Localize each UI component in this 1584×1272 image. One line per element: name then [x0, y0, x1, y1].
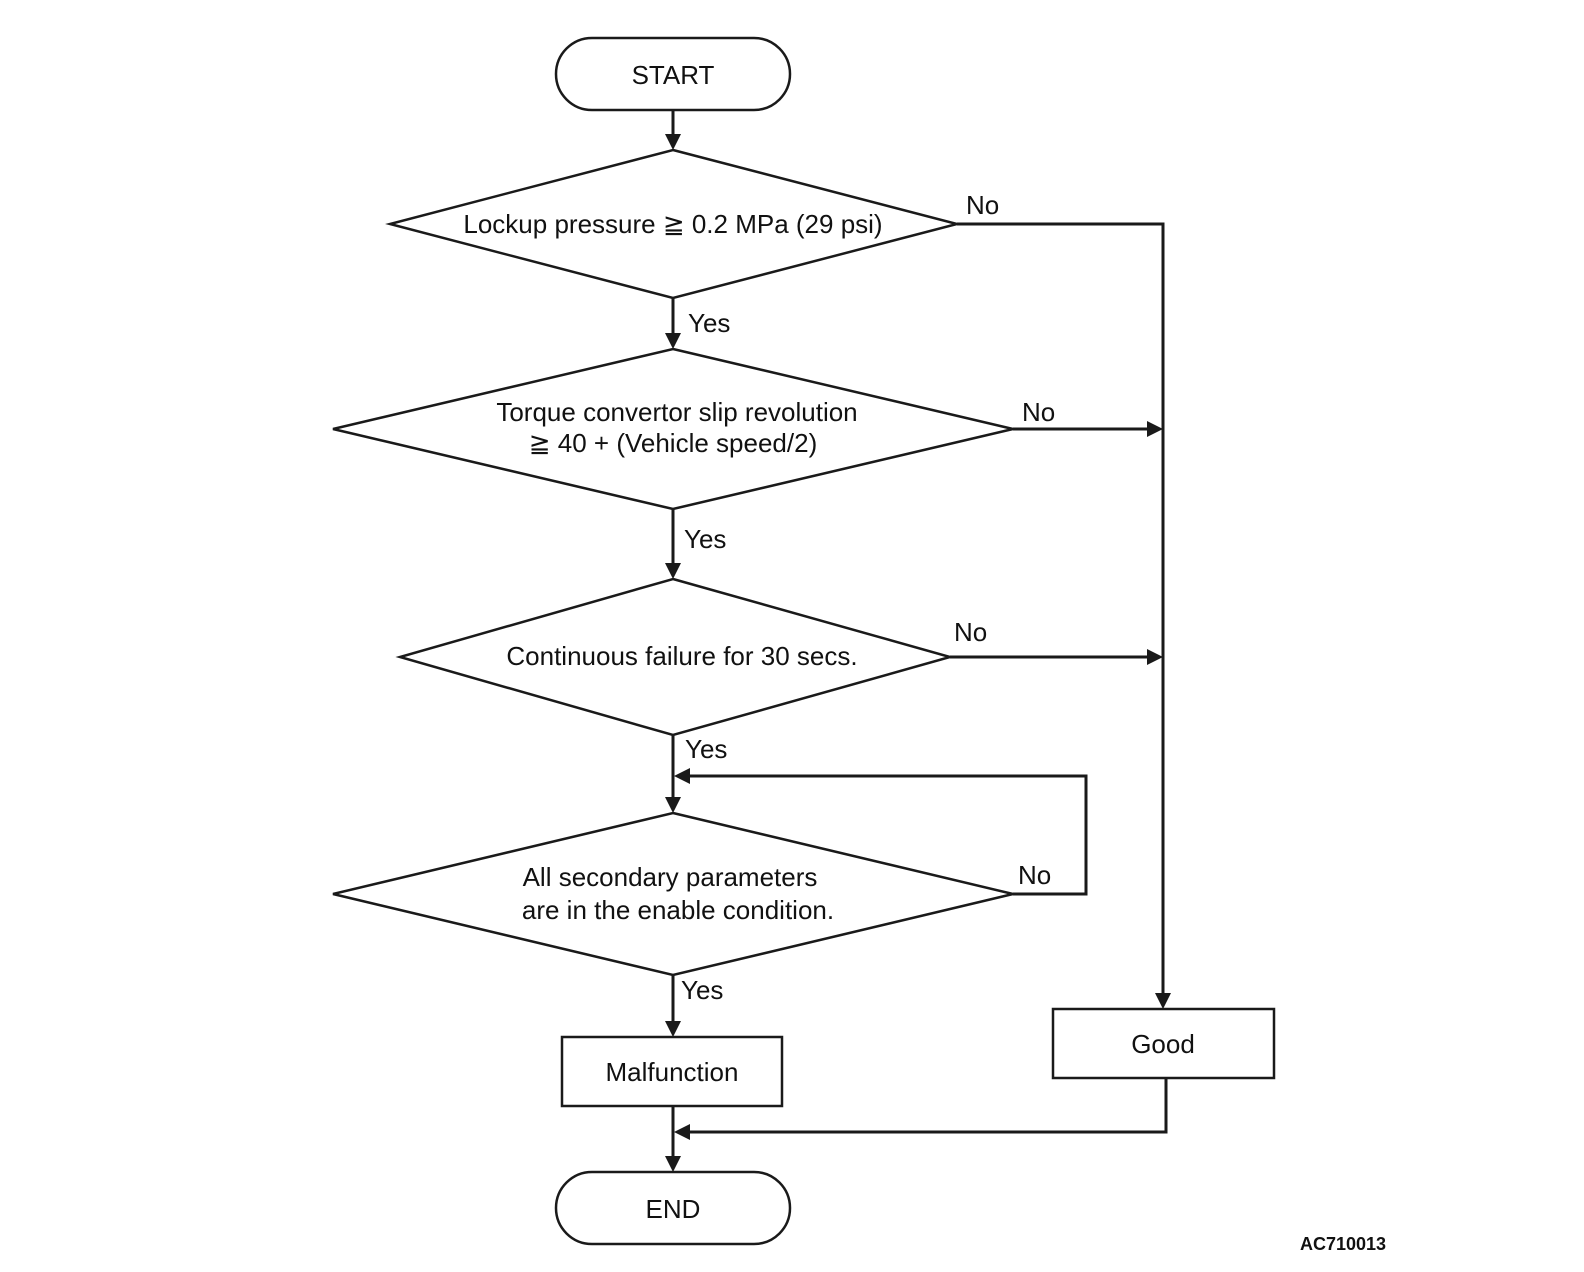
connector-d2-no	[1013, 421, 1163, 437]
end-label: END	[646, 1194, 701, 1224]
label-d4-yes: Yes	[681, 975, 723, 1005]
figure-code: AC710013	[1300, 1234, 1386, 1254]
connector-d1-yes	[665, 298, 681, 349]
label-d2-yes: Yes	[684, 524, 726, 554]
label-d1-no: No	[966, 190, 999, 220]
label-d3-no: No	[954, 617, 987, 647]
decision-secondary-parameters	[332, 811, 1014, 977]
decision-secondary-parameters-line2: are in the enable condition.	[522, 895, 834, 925]
connector-d3-yes	[665, 735, 681, 813]
label-d1-yes: Yes	[688, 308, 730, 338]
label-d3-yes: Yes	[685, 734, 727, 764]
decision-slip-revolution-line1: Torque convertor slip revolution	[496, 397, 857, 427]
decision-continuous-failure-text: Continuous failure for 30 secs.	[506, 641, 857, 671]
malfunction-label: Malfunction	[606, 1057, 739, 1087]
connector-d4-yes	[665, 975, 681, 1037]
good-box	[1051, 1007, 1276, 1080]
good-label: Good	[1131, 1029, 1195, 1059]
start-label: START	[632, 60, 715, 90]
decision-secondary-parameters-line1: All secondary parameters	[523, 862, 818, 892]
label-d2-no: No	[1022, 397, 1055, 427]
connector-start-to-d1	[665, 110, 681, 150]
connector-malfunction-to-end	[665, 1106, 681, 1172]
decision-slip-revolution-line2: ≧ 40 + (Vehicle speed/2)	[529, 428, 817, 458]
connector-good-to-end	[674, 1078, 1168, 1140]
connector-d1-no	[957, 222, 1171, 1009]
connector-d4-no-loop	[674, 768, 1088, 896]
connector-d2-yes	[665, 509, 681, 579]
label-d4-no: No	[1018, 860, 1051, 890]
connector-d3-no	[950, 649, 1163, 665]
decision-lockup-pressure-text: Lockup pressure ≧ 0.2 MPa (29 psi)	[463, 209, 882, 239]
malfunction-box	[560, 1035, 784, 1108]
